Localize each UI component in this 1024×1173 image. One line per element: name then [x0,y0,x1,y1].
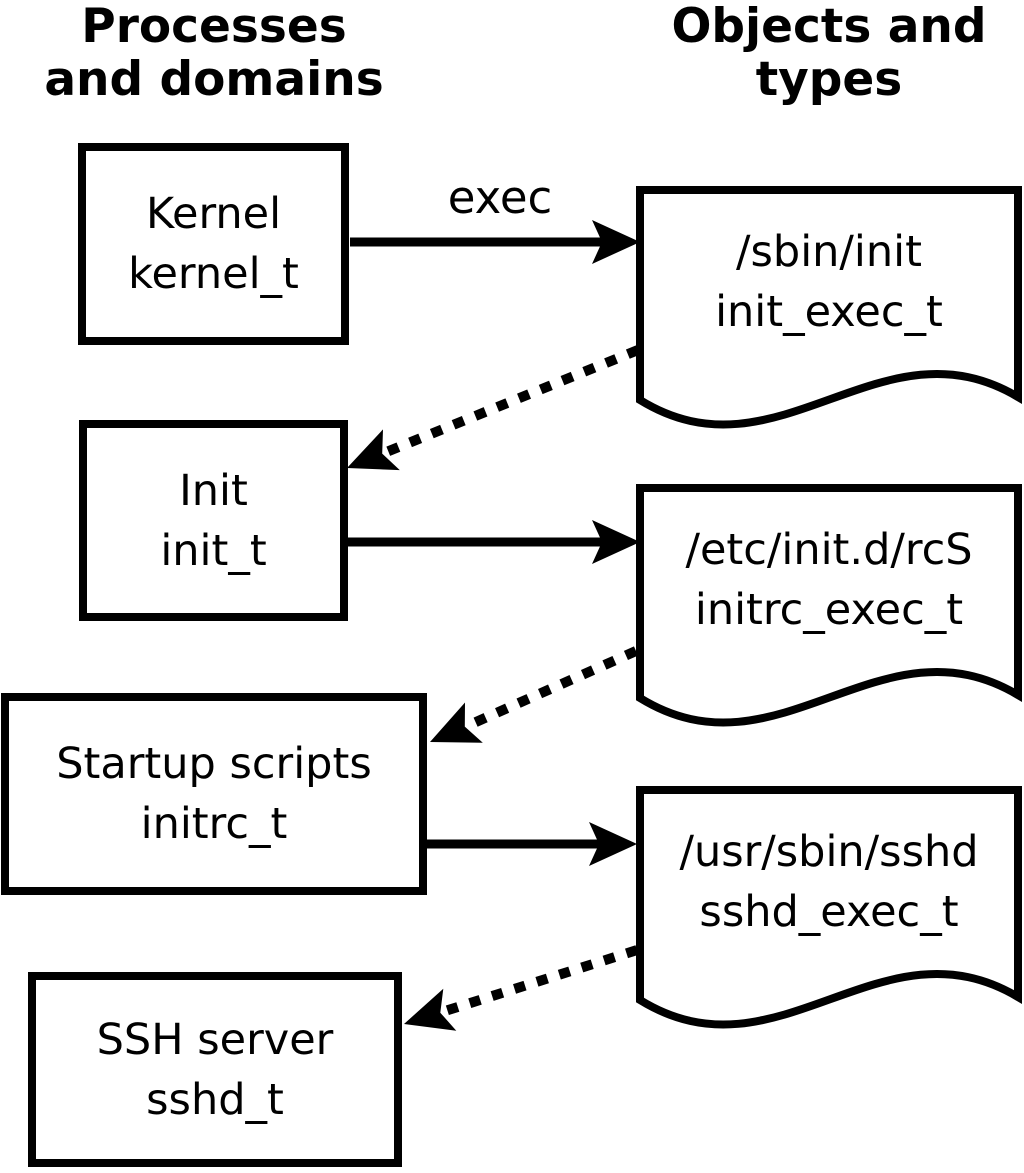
column-header-objects-line2: types [755,52,903,107]
transition-arrowhead-sbininit-to-init [347,429,400,471]
transition-arrow-shaft-sbininit-to-init [382,345,640,458]
transition-arrow-shaft-rcs-to-initrc [464,646,639,731]
process-domain: sshd_t [146,1074,284,1125]
column-header-objects: Objects and types [640,0,1018,106]
object-path: /sbin/init [736,227,922,277]
column-header-objects-line1: Objects and [671,0,987,54]
exec-arrow-label: exec [447,171,553,224]
object-type: initrc_exec_t [694,585,964,635]
column-header-processes-line1: Processes [81,0,347,54]
object-doc-usr-sbin-sshd: /usr/sbin/sshd sshd_exec_t [640,790,1018,974]
column-header-processes: Processes and domains [0,0,428,106]
process-domain: initrc_t [140,799,288,849]
process-box-startup-scripts: Startup scripts initrc_t [1,693,427,895]
exec-arrowhead-initrc-to-sshd [589,822,637,866]
process-name: Kernel [145,189,282,239]
process-name: Init [179,465,248,516]
object-doc-etc-initd-rcs: /etc/init.d/rcS initrc_exec_t [640,488,1018,672]
process-box-kernel: Kernel kernel_t [78,143,349,345]
document-shape-sbin-init [636,186,1022,429]
exec-arrowhead-kernel-to-sbininit [592,220,640,264]
object-type: init_exec_t [715,287,943,337]
process-box-init: Init init_t [79,420,348,621]
process-domain: init_t [160,525,267,576]
object-doc-sbin-init: /sbin/init init_exec_t [640,190,1018,374]
object-type: sshd_exec_t [699,887,959,937]
object-path: /usr/sbin/sshd [679,827,979,877]
document-shape-etc-initd-rcs [636,484,1022,727]
process-box-ssh-server: SSH server sshd_t [28,972,402,1167]
process-name: Startup scripts [56,739,372,789]
transition-arrowhead-rcs-to-initrc [430,702,483,743]
transition-arrow-shaft-sshd-to-sshdt [440,945,639,1017]
transition-arrowhead-sshd-to-sshdt [404,988,457,1031]
column-header-processes-line2: and domains [44,52,384,107]
exec-arrowhead-init-to-rcs [592,520,640,564]
process-name: SSH server [96,1014,334,1065]
process-domain: kernel_t [128,249,299,299]
object-path: /etc/init.d/rcS [685,525,973,575]
document-shape-usr-sbin-sshd [636,786,1022,1029]
